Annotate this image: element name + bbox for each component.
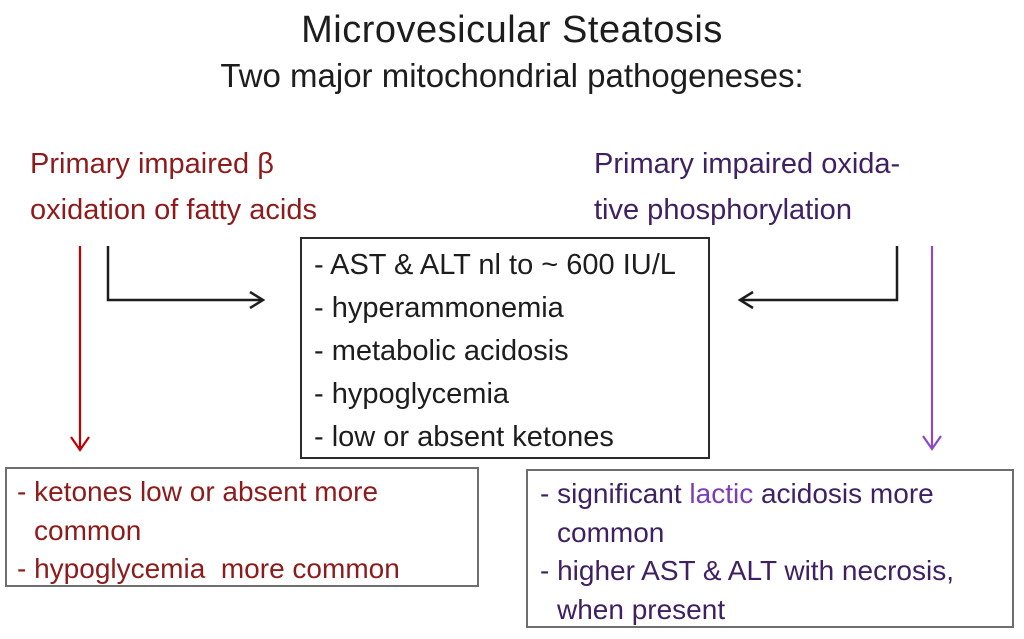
right-findings-box: - significant lactic acidosis more commo… [526, 469, 1014, 628]
right-finding-bullet: - higher AST & ALT with necrosis, when p… [540, 555, 954, 625]
shared-findings-box: - AST & ALT nl to ~ 600 IU/L - hyperammo… [300, 237, 710, 459]
slide-title: Microvesicular Steatosis [301, 9, 723, 51]
slide-subtitle: Two major mitochondrial pathogeneses: [220, 57, 804, 94]
left-elbow-arrow [106, 246, 266, 310]
lactic-highlight: lactic [689, 478, 754, 509]
purple-down-arrow [922, 246, 942, 451]
bullet-text-segment: - significant [540, 478, 690, 509]
finding-line: - hypoglycemia [314, 378, 510, 410]
right-elbow-arrow [737, 246, 899, 310]
right-pathway-heading: Primary impaired oxida- tive phosphoryla… [594, 148, 901, 226]
left-elbow-shaft [106, 246, 262, 302]
finding-line: - low or absent ketones [314, 421, 614, 453]
finding-line: - hyperammonemia [314, 292, 564, 324]
left-finding-bullet: - hypoglycemia more common [17, 553, 400, 584]
red-arrowhead-icon [70, 436, 90, 452]
left-findings-box: - ketones low or absent more common - hy… [5, 467, 479, 587]
right-arrowhead-icon [249, 290, 266, 310]
purple-arrowhead-icon [922, 435, 942, 451]
bullet-text-segment: acidosis more common [557, 478, 934, 548]
red-down-arrow [70, 246, 90, 452]
finding-line: - metabolic acidosis [314, 335, 569, 367]
left-pathway-heading: Primary impaired β oxidation of fatty ac… [30, 148, 317, 226]
finding-line: - AST & ALT nl to ~ 600 IU/L [314, 249, 676, 281]
left-finding-bullet: - ketones low or absent more common [17, 476, 379, 546]
right-finding-bullet: - significant lactic acidosis more commo… [540, 475, 1012, 552]
left-arrowhead-icon [737, 290, 754, 310]
right-elbow-shaft [742, 246, 899, 302]
